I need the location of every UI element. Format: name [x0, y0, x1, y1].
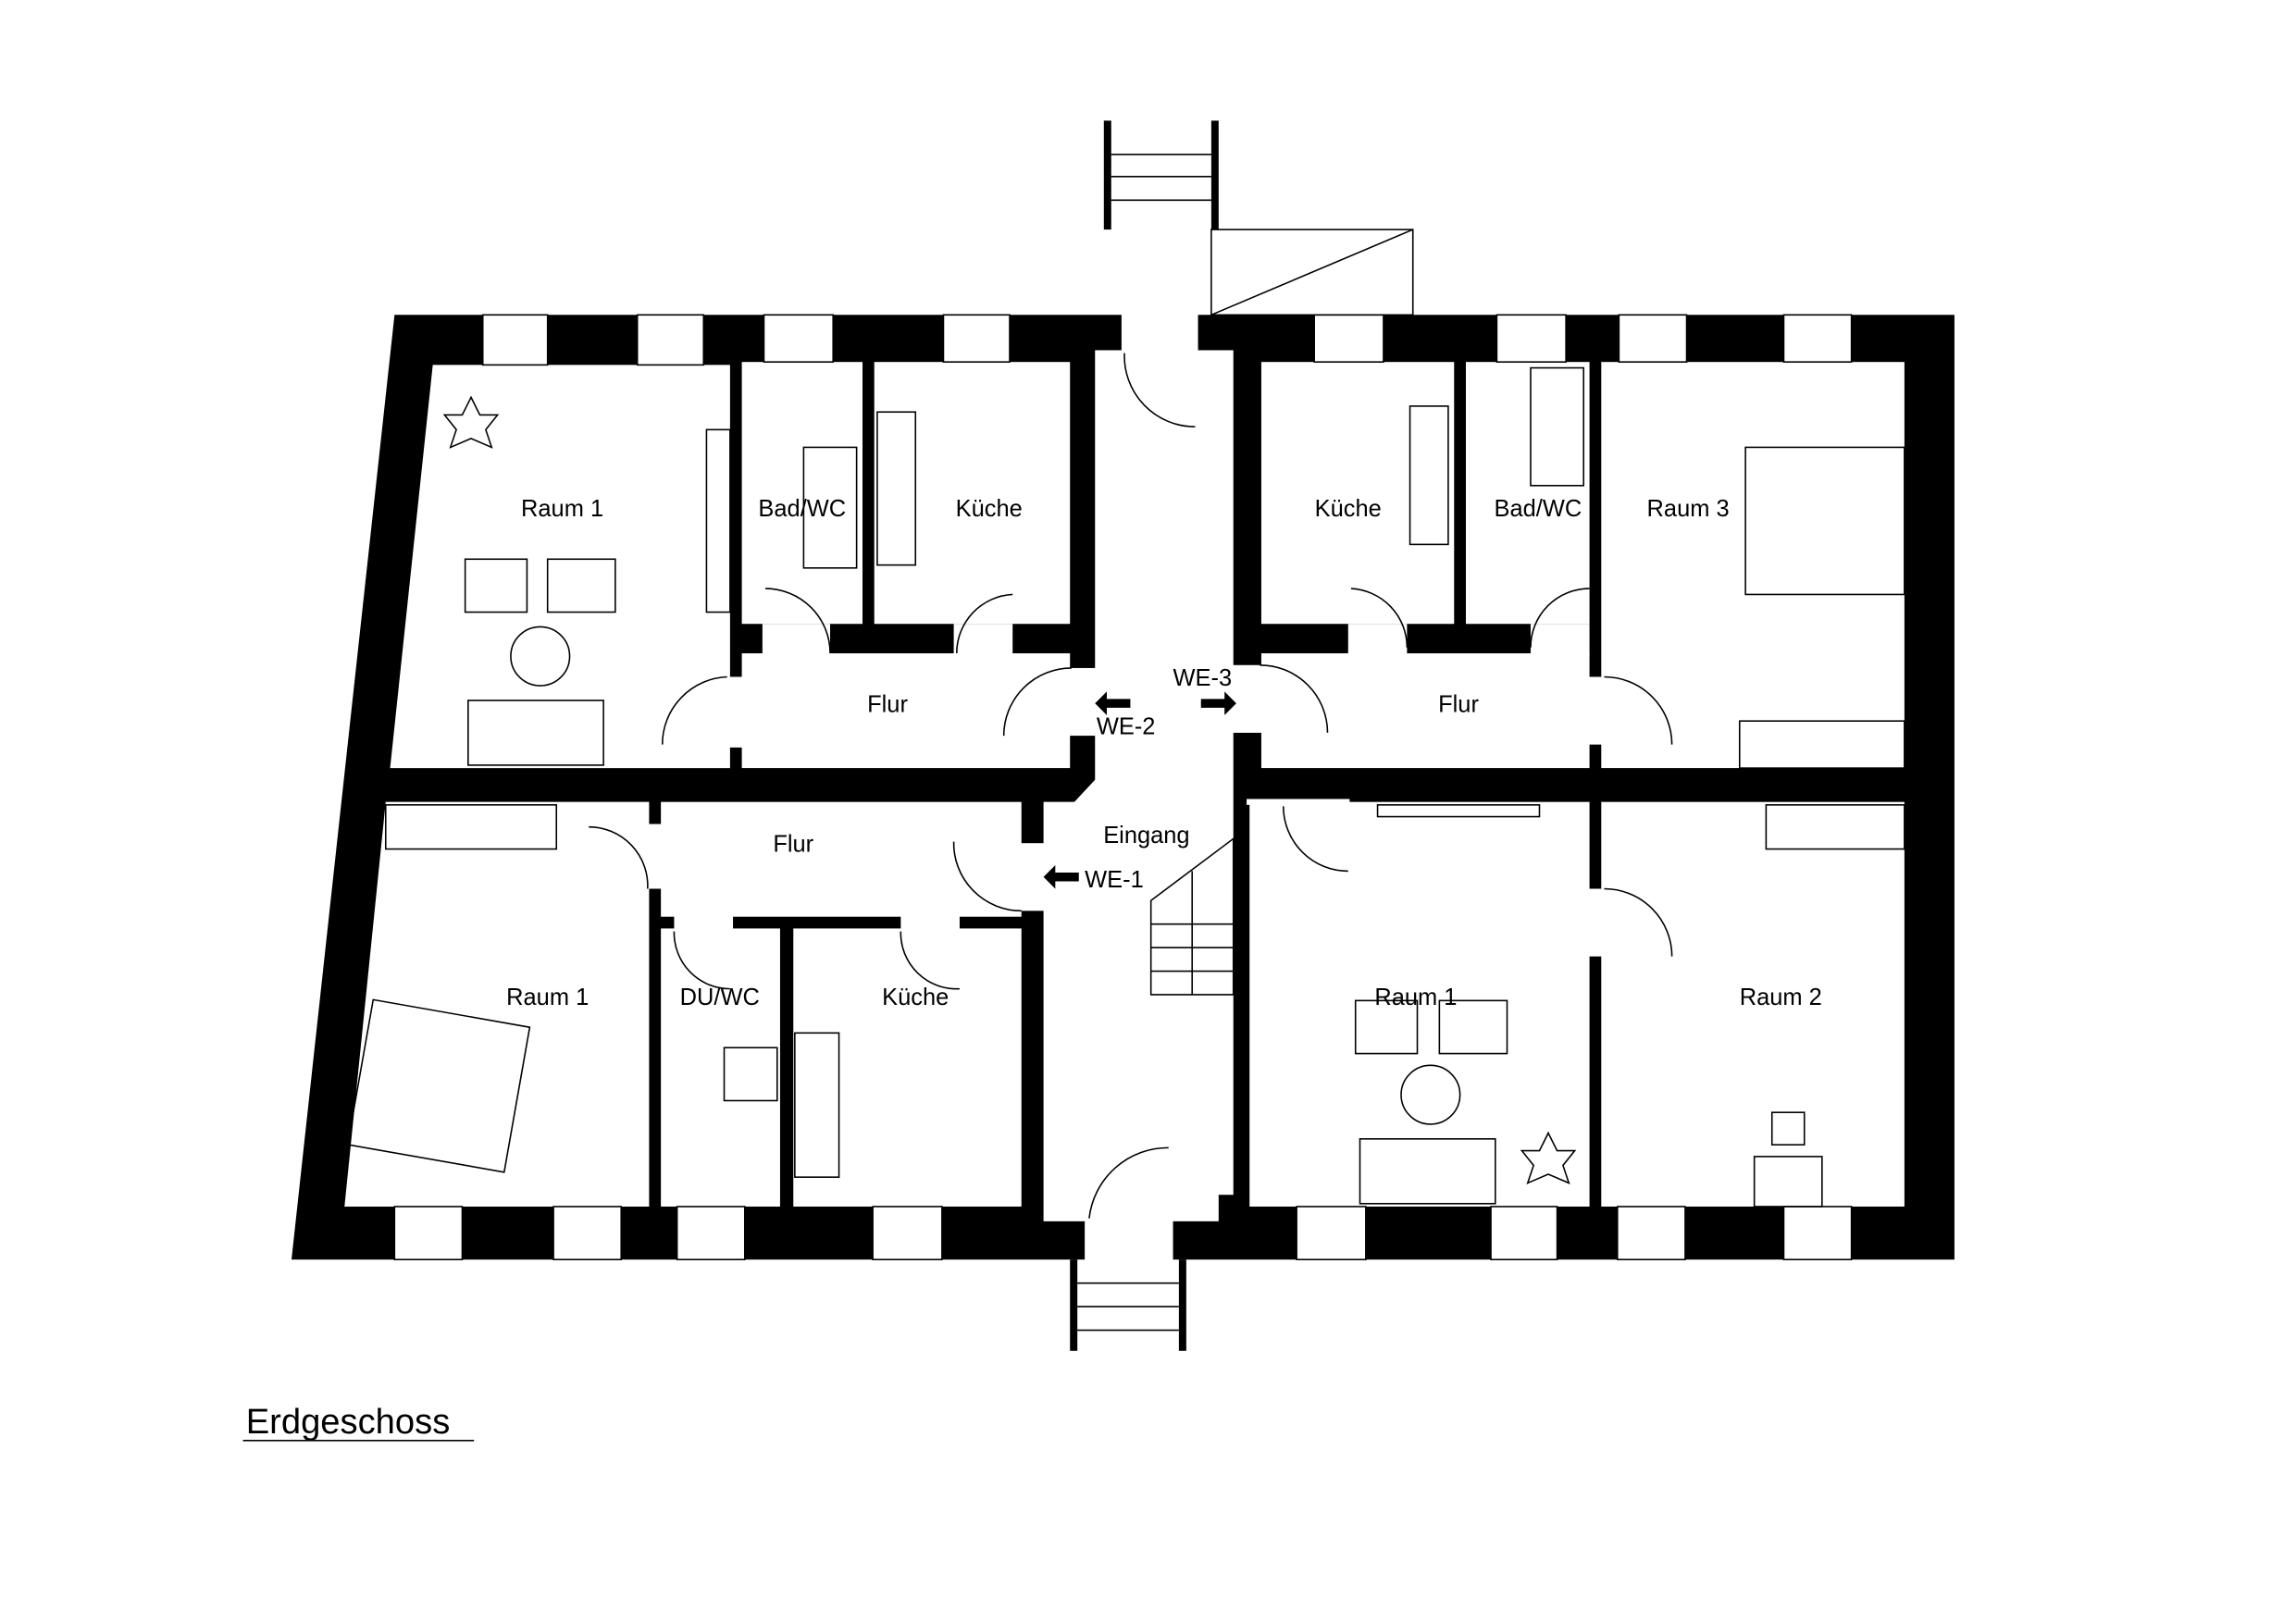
arrow-left-icon: [1043, 865, 1079, 889]
unit-label: WE-3: [1173, 665, 1233, 691]
room-label: Flur: [867, 692, 908, 718]
room-label: Raum 3: [1647, 496, 1730, 522]
room-labels: Raum 1 Bad/WC Küche Flur Küche Bad/WC Ra…: [506, 496, 1822, 1010]
room-label: Küche: [956, 496, 1023, 522]
room-label: DU/WC: [680, 985, 760, 1010]
room-label: Eingang: [1103, 823, 1189, 849]
door-arcs: [589, 353, 1673, 1219]
windows: [393, 314, 1853, 1261]
room-label: Bad/WC: [1495, 496, 1582, 522]
room-label: Küche: [1315, 496, 1382, 522]
arrow-left-icon: [1095, 691, 1131, 715]
rooms: [344, 350, 1905, 1221]
room-label: Flur: [773, 832, 813, 858]
room-label: Bad/WC: [758, 496, 846, 522]
unit-label: WE-2: [1097, 714, 1156, 740]
room-label: Raum 1: [506, 985, 589, 1010]
room-label: Raum 1: [521, 496, 603, 522]
room-label: Küche: [882, 985, 949, 1010]
unit-label: WE-1: [1085, 867, 1144, 893]
plan-title: Erdgeschoss: [246, 1402, 451, 1442]
unit-arrows: [1043, 691, 1236, 889]
arrow-right-icon: [1200, 691, 1236, 715]
interior-stair: [1149, 836, 1235, 996]
furniture: [346, 366, 1905, 1208]
room-label: Raum 1: [1374, 985, 1457, 1010]
room-label: Flur: [1438, 692, 1479, 718]
room-label: Raum 2: [1740, 985, 1822, 1010]
exterior-stairs: [1070, 120, 1414, 1351]
